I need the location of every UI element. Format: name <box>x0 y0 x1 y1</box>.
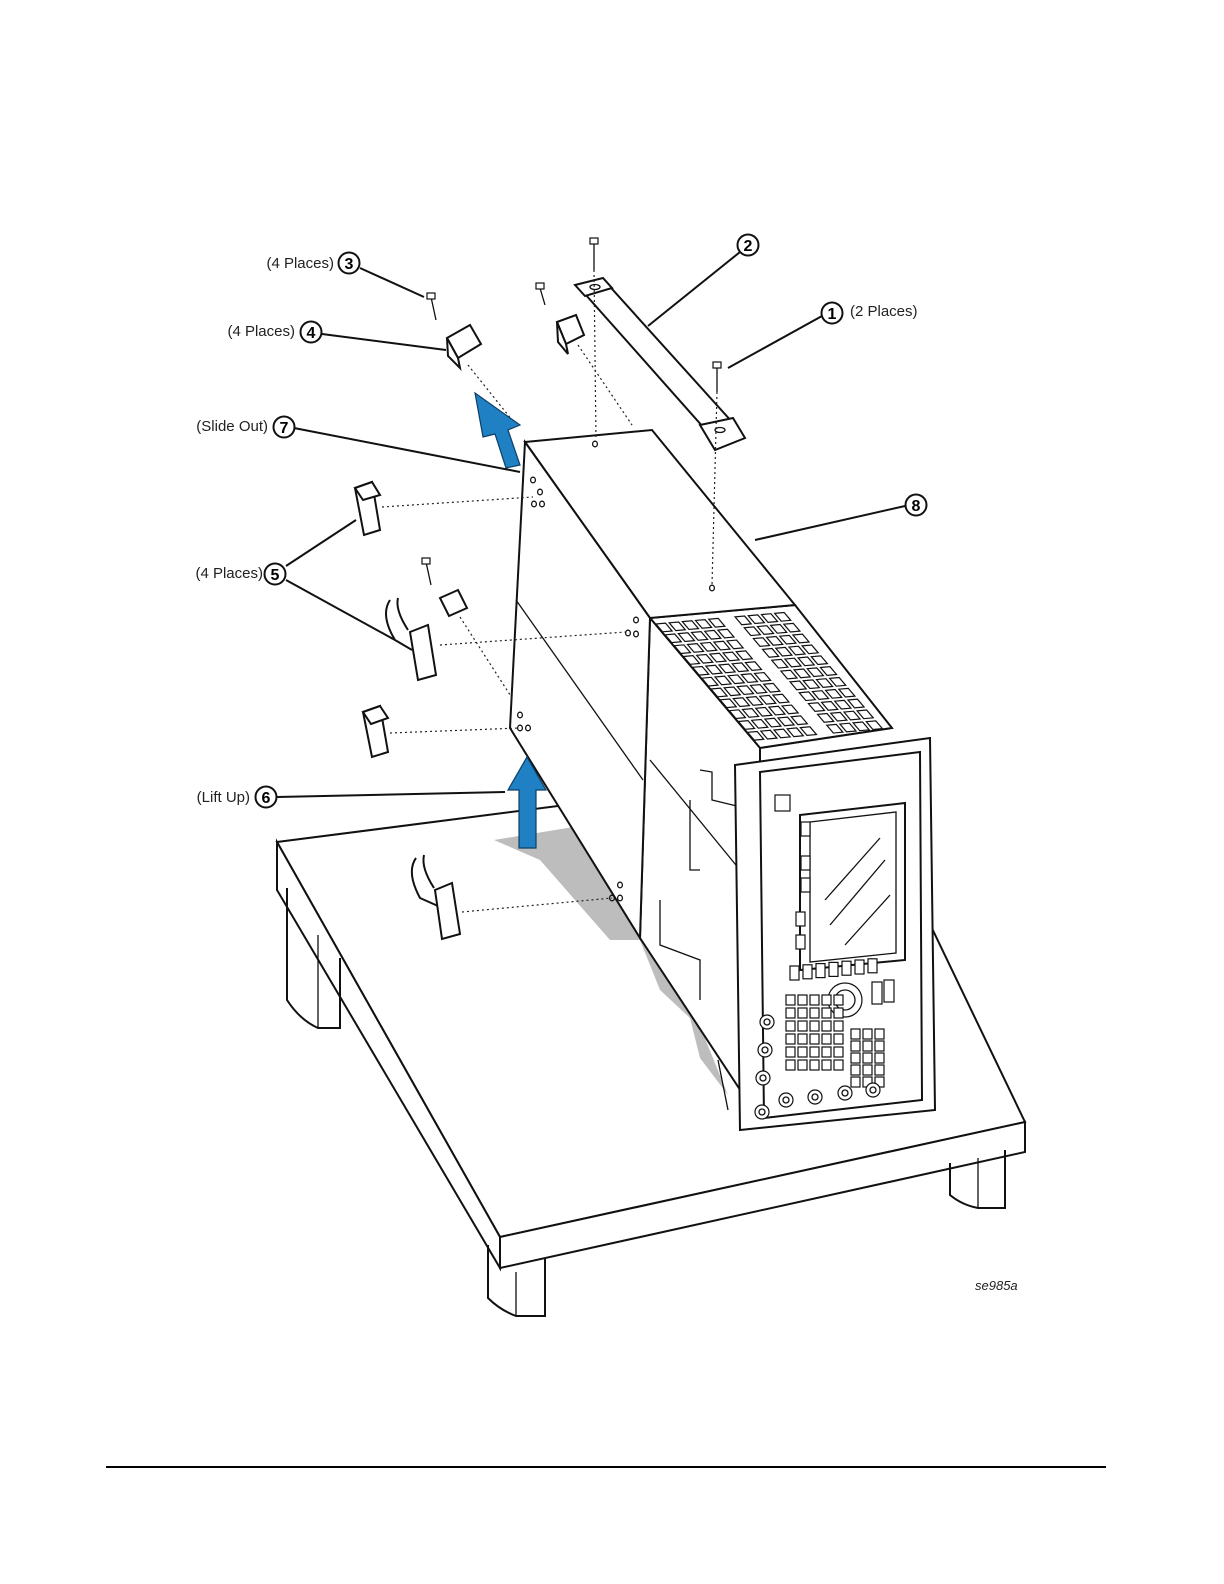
callout-number: 5 <box>271 567 280 584</box>
key <box>822 1060 831 1070</box>
instrument-front-panel <box>735 738 935 1130</box>
connector <box>838 1086 852 1100</box>
rear-foot-right <box>557 315 584 354</box>
softkey <box>829 962 838 976</box>
connector <box>756 1071 770 1085</box>
key <box>851 1077 860 1087</box>
key <box>834 1047 843 1057</box>
footer-rule <box>106 1466 1106 1468</box>
callout-number: 3 <box>345 256 354 273</box>
key <box>822 1034 831 1044</box>
callout-label: (2 Places) <box>850 303 918 320</box>
key <box>875 1029 884 1039</box>
key <box>810 995 819 1005</box>
screw-handle-top <box>590 238 598 270</box>
side-foot-upper <box>355 482 380 535</box>
callout-number: 6 <box>262 790 271 807</box>
callout-7: 7 (Slide Out) <box>196 417 294 438</box>
callout-6: 6 (Lift Up) <box>197 787 277 808</box>
screw-handle-bottom <box>713 362 721 392</box>
callout-2: 2 <box>738 235 759 256</box>
key <box>810 1060 819 1070</box>
connector <box>760 1015 774 1029</box>
key <box>810 1047 819 1057</box>
key <box>822 1008 831 1018</box>
screw-rear-left <box>427 293 436 320</box>
key <box>786 1021 795 1031</box>
key <box>851 1041 860 1051</box>
key <box>834 1008 843 1018</box>
rear-foot-mid <box>440 590 467 616</box>
key <box>786 1047 795 1057</box>
callout-label: (4 Places) <box>227 323 295 340</box>
key <box>786 995 795 1005</box>
key <box>810 1021 819 1031</box>
callout-label: (Lift Up) <box>197 789 250 806</box>
key <box>822 1047 831 1057</box>
key <box>875 1041 884 1051</box>
rotary-knob <box>828 983 862 1017</box>
key <box>863 1065 872 1075</box>
key <box>834 1060 843 1070</box>
callout-label: (4 Places) <box>266 255 334 272</box>
key <box>875 1053 884 1063</box>
softkey <box>790 966 799 980</box>
key <box>851 1065 860 1075</box>
key <box>822 1021 831 1031</box>
callout-1: 1 (2 Places) <box>822 303 918 324</box>
key <box>834 995 843 1005</box>
callout-number: 8 <box>912 498 921 515</box>
arrow-slide-out-icon <box>475 393 520 468</box>
softkey <box>816 964 825 978</box>
key <box>798 1034 807 1044</box>
screw-mid <box>422 558 431 585</box>
key <box>863 1041 872 1051</box>
key <box>863 1053 872 1063</box>
key <box>786 1060 795 1070</box>
connector <box>866 1083 880 1097</box>
callout-3: 3 (4 Places) <box>266 253 359 274</box>
callout-label: (Slide Out) <box>196 418 268 435</box>
key <box>786 1034 795 1044</box>
connector <box>808 1090 822 1104</box>
figure-id: se985a <box>975 1278 1018 1293</box>
key <box>798 995 807 1005</box>
softkey <box>855 960 864 974</box>
key <box>798 1008 807 1018</box>
key <box>834 1021 843 1031</box>
callout-number: 1 <box>828 306 837 323</box>
callout-4: 4 (4 Places) <box>227 322 321 343</box>
key <box>851 1029 860 1039</box>
key <box>875 1065 884 1075</box>
screw-rear-right <box>536 283 545 305</box>
key <box>863 1029 872 1039</box>
key <box>810 1034 819 1044</box>
slide-out-arrow <box>475 393 520 468</box>
side-foot-lower <box>363 706 388 757</box>
connector <box>755 1105 769 1119</box>
connector <box>779 1093 793 1107</box>
key <box>786 1008 795 1018</box>
rear-foot-left <box>447 325 481 368</box>
key <box>798 1060 807 1070</box>
key <box>798 1021 807 1031</box>
key <box>851 1053 860 1063</box>
softkey <box>803 965 812 979</box>
callout-label: (4 Places) <box>195 565 263 582</box>
callout-number: 2 <box>744 238 753 255</box>
callout-number: 4 <box>307 325 316 342</box>
key <box>810 1008 819 1018</box>
key <box>822 995 831 1005</box>
softkey <box>842 961 851 975</box>
softkey <box>868 959 877 973</box>
callout-8: 8 <box>906 495 927 516</box>
key <box>798 1047 807 1057</box>
display-screen <box>800 803 905 970</box>
callout-5: 5 (4 Places) <box>195 564 285 585</box>
callout-number: 7 <box>280 420 289 437</box>
key <box>834 1034 843 1044</box>
connector <box>758 1043 772 1057</box>
